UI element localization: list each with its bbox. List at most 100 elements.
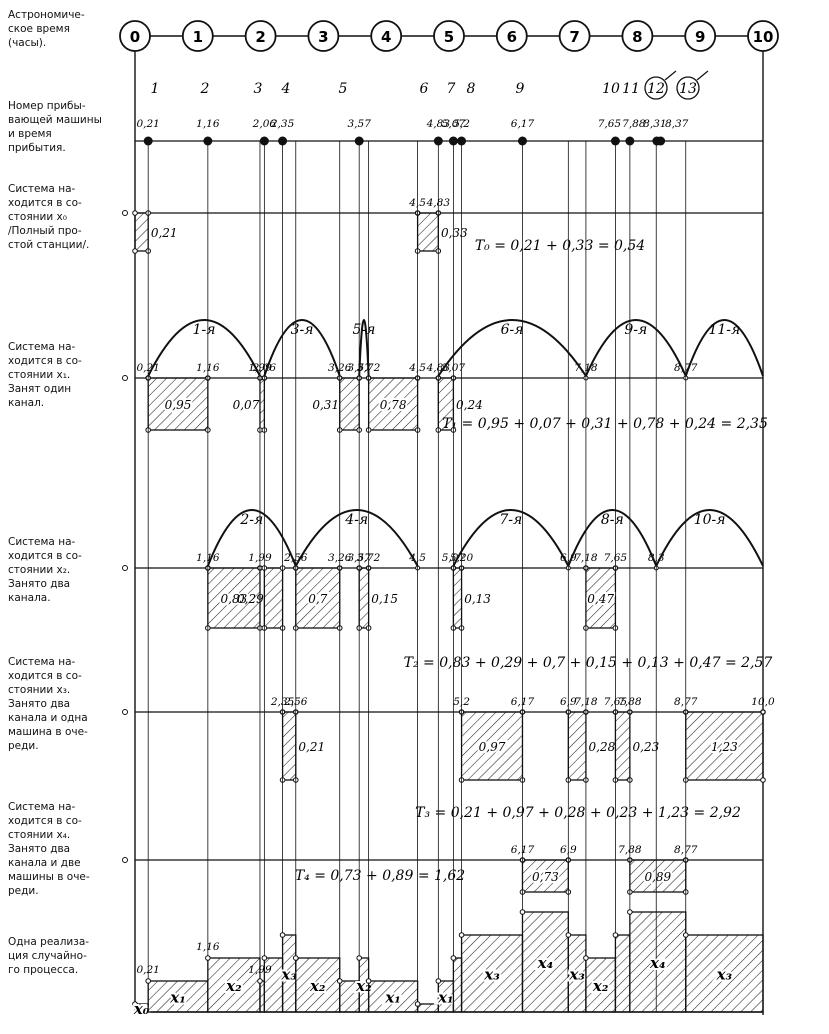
realization-state-label: x₂	[225, 977, 242, 995]
car-number: 11	[622, 81, 640, 97]
realization-corner	[205, 955, 211, 961]
x2-duration-box	[263, 567, 284, 629]
hour-circle	[181, 20, 214, 52]
hour-circle	[495, 20, 528, 52]
x1-duration-box	[259, 377, 266, 431]
hour-label: 7	[569, 28, 579, 46]
arrival-time-label: 8,37	[665, 118, 689, 130]
realization-state-label: x₂	[592, 977, 609, 995]
hour-label: 6	[507, 28, 517, 46]
hour-label: 2	[255, 28, 265, 46]
x2-duration-label: 0,47	[587, 592, 614, 606]
x0-box-corner	[132, 210, 138, 216]
x2-service-arc	[206, 509, 297, 567]
x2-duration-box	[295, 567, 341, 629]
x3-duration-label: 0,97	[479, 740, 506, 754]
x4-duration-label: 0,73	[532, 870, 559, 884]
realization-state-label: x₃	[483, 966, 500, 984]
hour-circle	[244, 20, 277, 52]
realization-segment	[685, 934, 764, 1013]
realization-corner	[279, 932, 286, 938]
rejected-car-circle	[644, 76, 668, 100]
hour-label: 10	[753, 28, 774, 46]
x1-duration-box	[147, 377, 209, 431]
x0-axis-marker	[122, 210, 128, 216]
x2-duration-label: 0,83	[221, 592, 248, 606]
x0-duration-box	[134, 212, 149, 252]
realization-time-label: 1,16	[196, 941, 220, 953]
realization-corner	[682, 932, 689, 938]
x3-duration-box	[281, 711, 297, 781]
realization-segment	[614, 934, 631, 1013]
realization-corner	[292, 955, 299, 961]
hour-circle	[684, 20, 717, 52]
car-number: 12	[647, 81, 665, 97]
x1-duration-label: 0,24	[456, 398, 483, 412]
arrival-time-label: 3,57	[348, 118, 372, 130]
realization-segment	[367, 980, 419, 1013]
x2-duration-label: 0,29	[237, 592, 264, 606]
car-number: 9	[516, 81, 525, 97]
realization-corner	[261, 955, 268, 961]
x3-duration-box	[460, 711, 524, 781]
hour-label: 1	[193, 28, 203, 46]
car-number: 4	[281, 81, 291, 97]
realization-segment	[521, 911, 569, 1013]
x3-time-label: 10,0	[751, 696, 775, 708]
x2-formula: T₂ = 0,83 + 0,29 + 0,7 + 0,15 + 0,13 + 0…	[404, 655, 773, 671]
x1-duration-box	[367, 377, 419, 431]
x2-duration-box	[358, 567, 370, 629]
hour-label: 8	[632, 28, 642, 46]
realization-corner	[435, 978, 442, 984]
realization-corner	[458, 932, 465, 938]
x2-duration-label: 0,7	[308, 592, 327, 606]
arrival-time-label: 5,2	[453, 118, 470, 130]
x3-duration-label: 0,21	[298, 740, 325, 754]
car-number: 13	[679, 81, 697, 97]
x2-axis-marker	[122, 565, 128, 571]
realization-corner	[257, 978, 263, 984]
x3-time-marker	[760, 709, 766, 715]
hour-label: 0	[130, 28, 140, 46]
x2-arc-label: 4-я	[344, 512, 368, 528]
hour-circle	[370, 20, 403, 52]
x1-service-arc	[358, 319, 370, 377]
car-number: 6	[420, 81, 429, 97]
arrival-time-label: 7,88	[622, 118, 646, 130]
realization-corner	[612, 932, 619, 938]
realization-segment	[585, 957, 617, 1013]
realization-state-label: x₁	[384, 989, 401, 1007]
arrival-time-label: 2,35	[270, 118, 295, 130]
x1-duration-box	[339, 377, 360, 431]
x0-box-corner	[132, 248, 138, 254]
arrival-time-label: 0,21	[136, 118, 159, 130]
x2-duration-box	[452, 567, 463, 629]
x1-arc-label: 6-я	[501, 322, 524, 338]
x0-duration-label: 0,33	[441, 226, 468, 240]
realization-segment	[259, 980, 266, 1013]
x3-duration-box	[685, 711, 764, 781]
x4-formula: T₄ = 0,73 + 0,89 = 1,62	[295, 868, 465, 884]
x2-arc-label: 8-я	[601, 512, 624, 528]
x1-duration-label: 0,31	[312, 398, 339, 412]
hour-label: 3	[318, 28, 328, 46]
x4-duration-box	[521, 859, 569, 893]
realization-corner	[627, 909, 633, 915]
realization-corner	[414, 1001, 421, 1007]
realization-segment	[207, 957, 261, 1013]
x3-axis-marker	[122, 709, 128, 715]
x2-duration-label: 0,13	[464, 592, 491, 606]
arrival-time-label: 7,65	[598, 118, 622, 130]
x1-duration-label: 0,07	[233, 398, 260, 412]
x2-arc-label: 7-я	[499, 512, 522, 528]
realization-corner	[132, 1001, 138, 1007]
hour-circle	[558, 20, 591, 52]
realization-corner	[145, 978, 151, 984]
x0-duration-label: 0,21	[151, 226, 178, 240]
x1-arc-label: 11-я	[708, 322, 740, 338]
hour-circle	[433, 20, 465, 52]
realization-corner	[365, 978, 372, 984]
arrival-time-label: 1,16	[196, 118, 220, 130]
